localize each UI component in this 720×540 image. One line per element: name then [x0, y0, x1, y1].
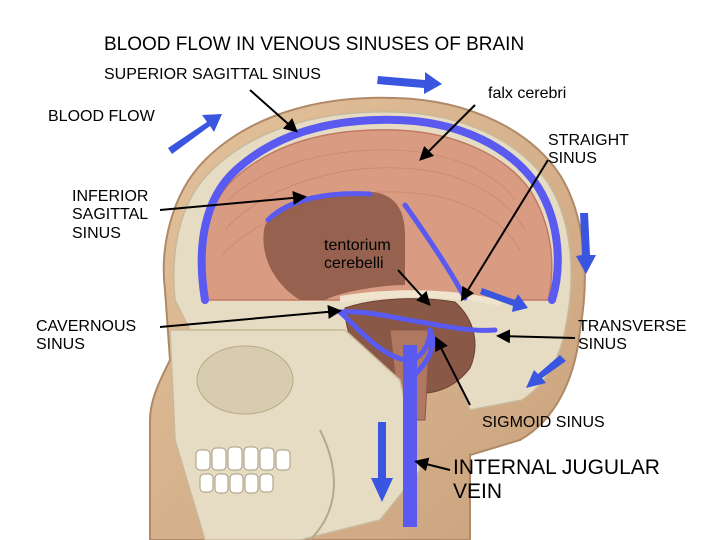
label-line: cerebelli — [324, 255, 384, 273]
flow-arrow-top — [377, 72, 442, 94]
label-superior-sagittal-sinus: SUPERIOR SAGITTAL SINUS — [104, 66, 321, 83]
flow-arrow-right-down — [576, 213, 596, 274]
label-line: SINUS — [548, 150, 597, 168]
gyri-lines — [221, 149, 526, 256]
label-sigmoid-sinus: SIGMOID SINUS — [482, 414, 605, 431]
label-line: VEIN — [453, 480, 503, 504]
tentorium-band — [340, 290, 500, 306]
label-line: INTERNAL JUGULAR — [453, 456, 660, 479]
label-internal-jugular-vein: INTERNAL JUGULAR VEIN — [453, 456, 660, 504]
teeth — [195, 446, 291, 494]
label-line: SINUS — [578, 336, 627, 354]
venous-sinuses — [197, 115, 562, 383]
label-blood-flow: BLOOD FLOW — [48, 108, 155, 125]
flow-arrows — [168, 72, 596, 502]
central-brain-region — [263, 191, 405, 300]
flow-arrow-down-left — [371, 422, 393, 502]
label-line: SAGITTAL — [72, 206, 149, 224]
label-line: SINUS — [36, 336, 85, 354]
diagram-title: BLOOD FLOW IN VENOUS SINUSES OF BRAIN — [104, 34, 525, 55]
label-tentorium-cerebelli: tentorium cerebelli — [324, 237, 391, 274]
label-line: TRANSVERSE — [578, 318, 687, 335]
label-straight-sinus: STRAIGHT SINUS — [548, 132, 629, 169]
internal-jugular-vein — [403, 345, 417, 527]
pointer-lines — [159, 89, 576, 472]
label-cavernous-sinus: CAVERNOUS SINUS — [36, 318, 136, 355]
label-inferior-sagittal-sinus: INFERIOR SAGITTAL SINUS — [72, 188, 148, 243]
flow-arrow-upper-left — [168, 114, 222, 154]
label-falx-cerebri: falx cerebri — [488, 85, 567, 102]
label-line: CAVERNOUS — [36, 318, 137, 335]
label-transverse-sinus: TRANSVERSE SINUS — [578, 318, 686, 355]
label-line: INFERIOR — [72, 188, 149, 205]
label-line: SINUS — [72, 224, 121, 242]
label-line: STRAIGHT — [548, 132, 629, 149]
label-line: tentorium — [324, 237, 391, 254]
flow-arrow-lower-right — [526, 355, 566, 388]
flow-arrow-transverse — [480, 288, 528, 312]
